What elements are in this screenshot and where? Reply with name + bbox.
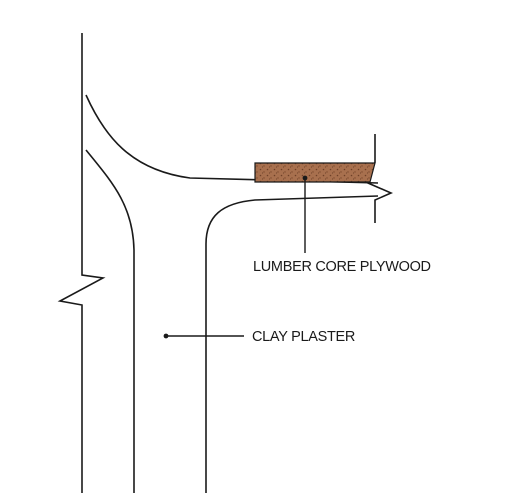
break-symbol-right bbox=[367, 134, 394, 223]
plaster-inner-corner bbox=[205, 195, 379, 493]
plaster-inner-left bbox=[85, 149, 135, 493]
plaster-outer-surface bbox=[85, 94, 379, 184]
outer-wall-edge bbox=[57, 33, 106, 493]
plaster-label: CLAY PLASTER bbox=[252, 329, 356, 345]
plywood-label: LUMBER CORE PLYWOOD bbox=[253, 259, 431, 275]
plywood-strip bbox=[254, 162, 376, 183]
